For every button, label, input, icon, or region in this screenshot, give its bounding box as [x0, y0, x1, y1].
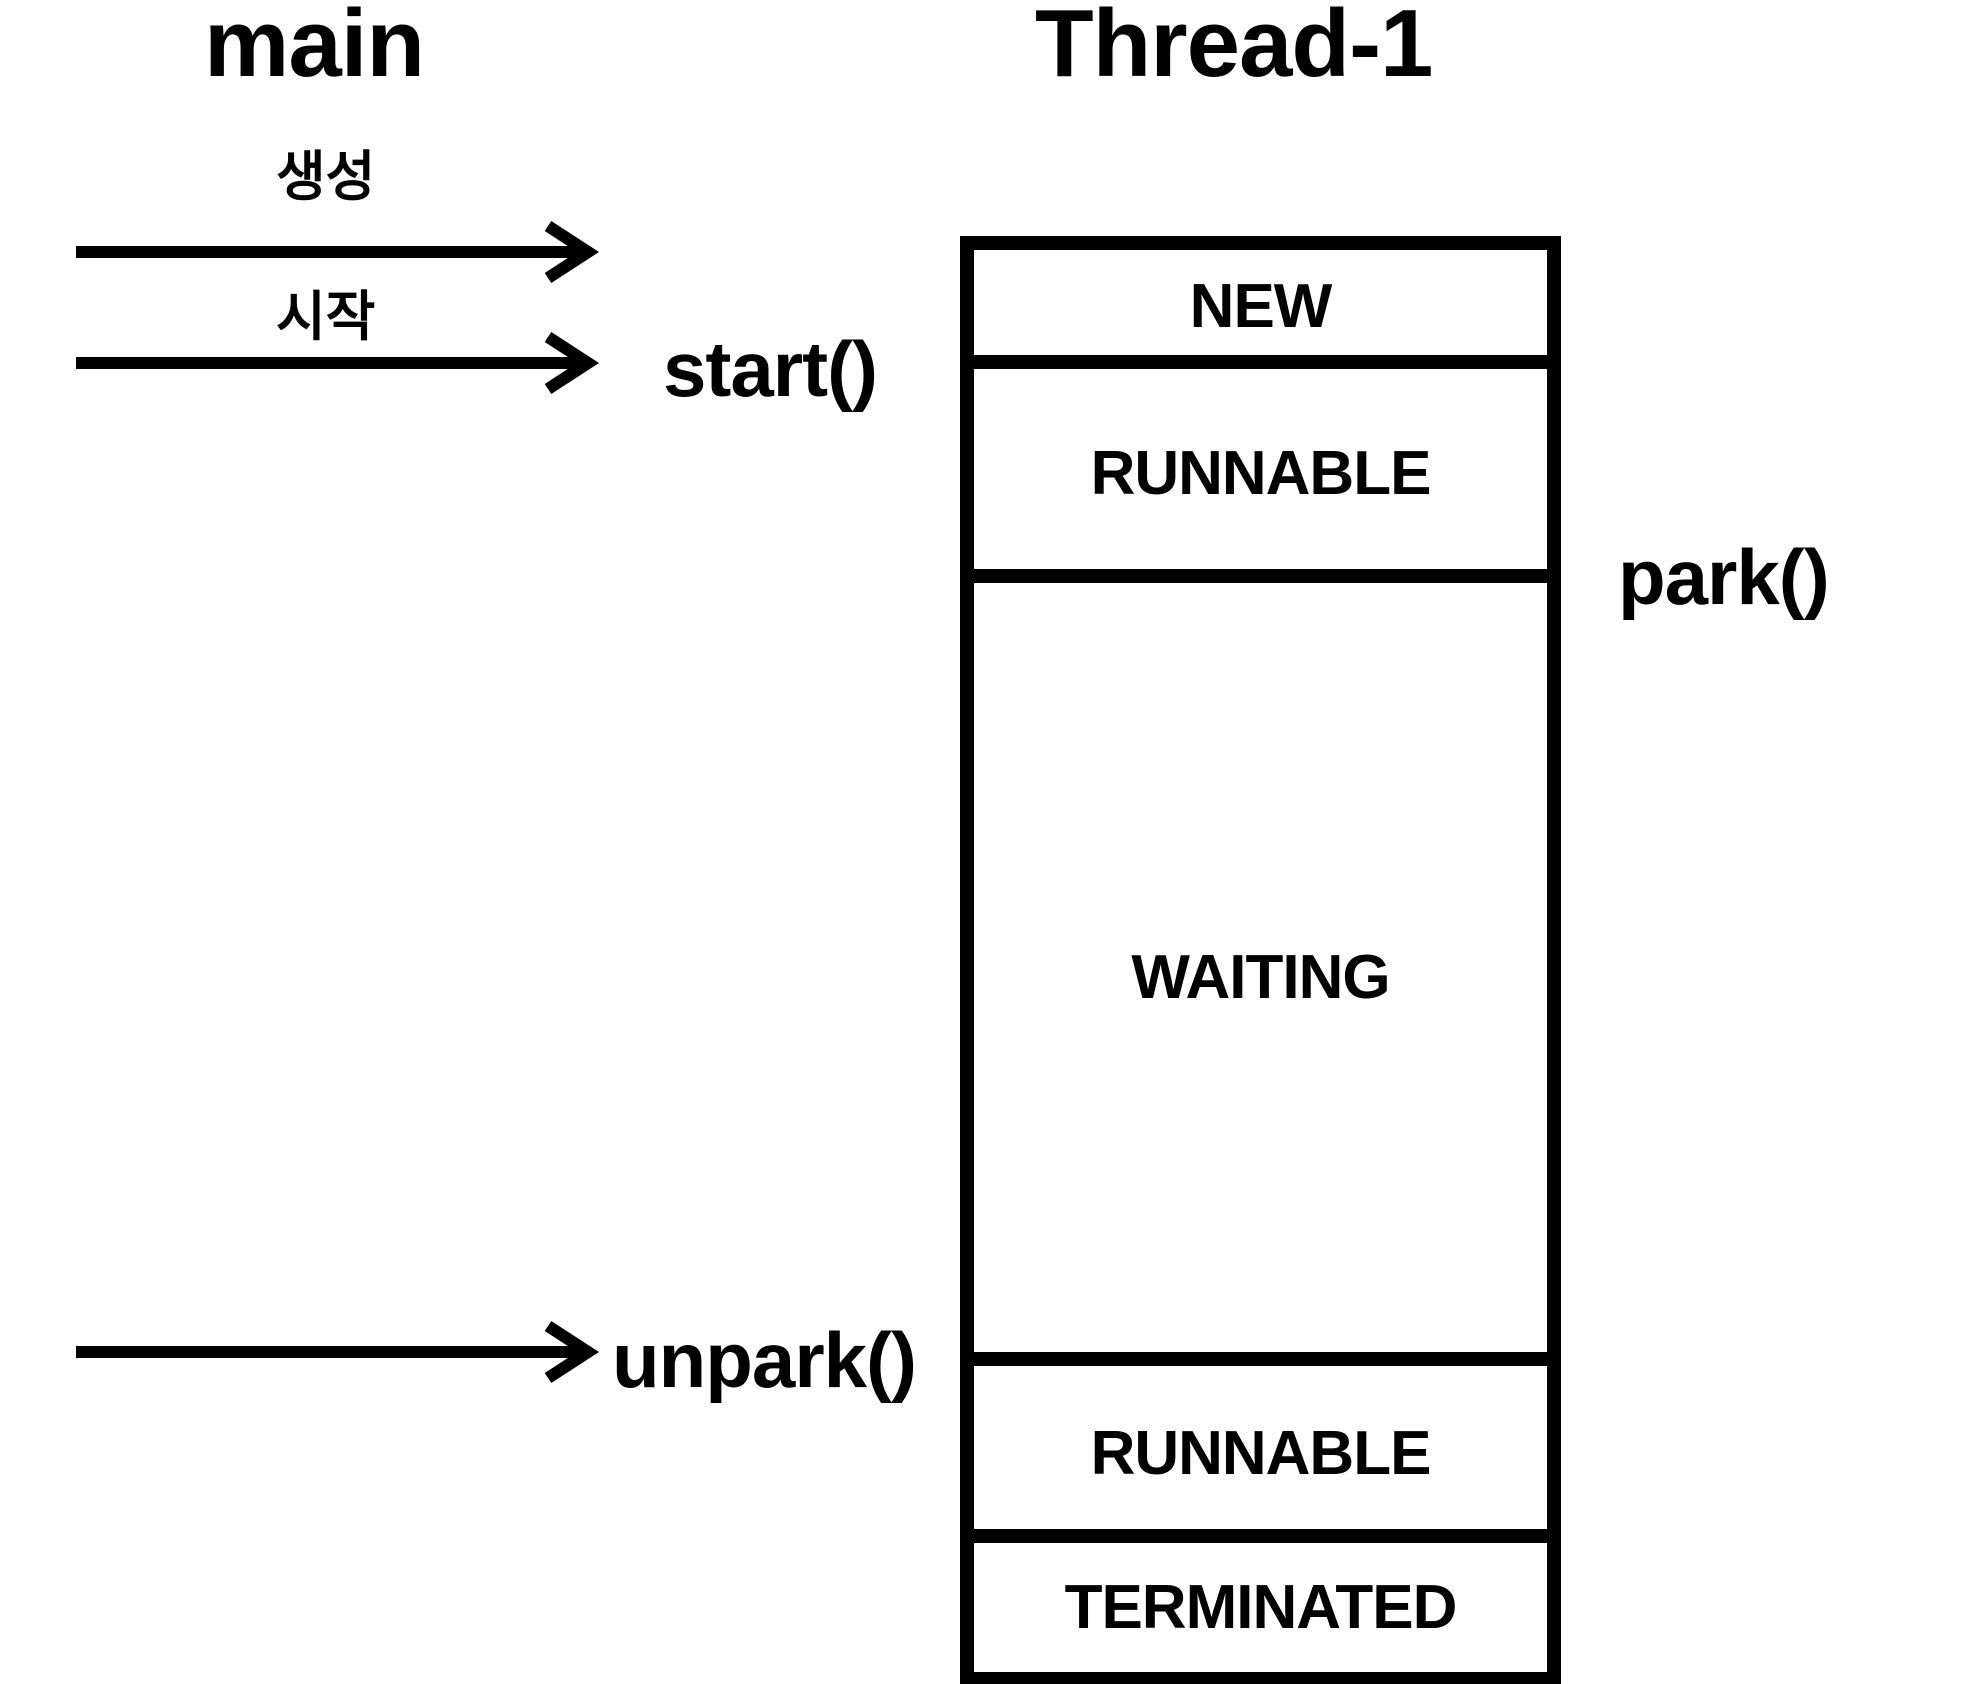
thread-state-column	[960, 236, 1561, 1684]
unpark-method-label: unpark()	[612, 1316, 917, 1404]
park-method-label: park()	[1618, 533, 1830, 621]
state-new: NEW	[1189, 272, 1333, 341]
state-waiting: WAITING	[1131, 943, 1390, 1012]
create-arrow	[76, 220, 600, 284]
state-runnable-after-unpark: RUNNABLE	[1090, 1419, 1432, 1488]
state-terminated: TERMINATED	[1064, 1573, 1458, 1642]
state-runnable-before-park: RUNNABLE	[1090, 439, 1432, 508]
start-method-label: start()	[663, 325, 878, 413]
thread-lane-title: Thread-1	[1035, 0, 1433, 97]
create-label: 생성	[276, 145, 376, 208]
unpark-arrow	[76, 1320, 600, 1384]
start-arrow	[76, 331, 600, 395]
main-lane-title: main	[204, 0, 425, 97]
start-caption: 시작	[276, 285, 376, 348]
